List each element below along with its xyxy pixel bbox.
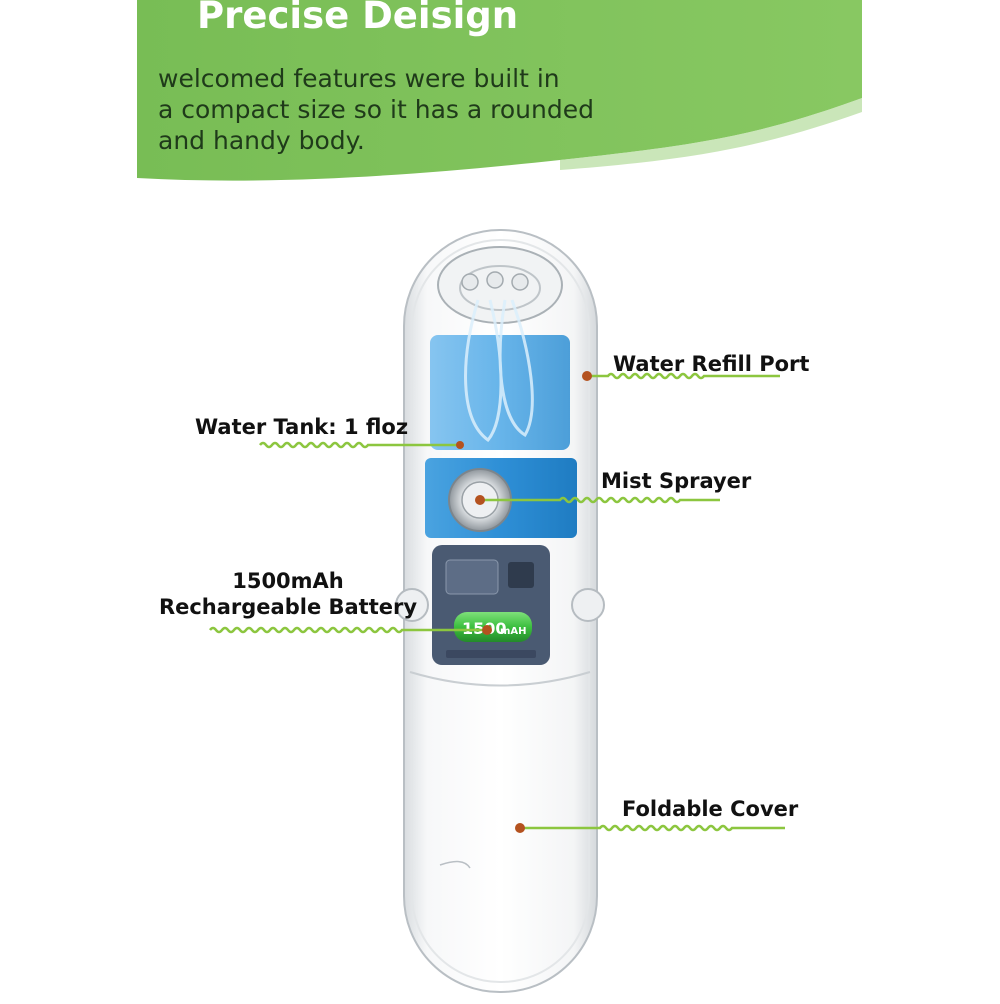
description-line: a compact size so it has a rounded — [158, 95, 594, 124]
label-battery-type: Rechargeable Battery — [158, 595, 418, 619]
marker-foldable-cover — [515, 823, 525, 833]
tank-wick — [464, 299, 534, 443]
left-hinge — [395, 588, 429, 622]
leader-lines — [209, 372, 785, 832]
description-line: welcomed features were built in — [158, 64, 560, 93]
marker-water-tank — [456, 441, 464, 449]
leader-foldable-cover — [520, 824, 785, 832]
leader-battery — [209, 626, 487, 634]
battery-unit-text: mAH — [500, 626, 527, 637]
cover-edge — [409, 671, 591, 687]
leader-mist-sprayer — [480, 496, 720, 504]
page-description: welcomed features were built in a compac… — [158, 63, 678, 156]
marker-mist-sprayer — [475, 495, 485, 505]
label-battery: 1500mAh Rechargeable Battery — [155, 568, 421, 620]
spray-cap-inner — [459, 265, 541, 311]
description-line: and handy body. — [158, 126, 365, 155]
leader-water-tank — [259, 441, 460, 449]
marker-water-refill-port — [582, 371, 592, 381]
marker-battery — [482, 625, 492, 635]
header-banner — [137, 0, 862, 181]
label-water-tank: Water Tank: 1 floz — [195, 415, 409, 439]
leader-water-refill-port — [587, 372, 780, 380]
cover-highlight — [439, 860, 471, 869]
label-foldable-cover: Foldable Cover — [622, 797, 799, 821]
callout-markers — [456, 371, 592, 833]
page-title: Precise Deisign — [197, 0, 519, 37]
label-mist-sprayer: Mist Sprayer — [601, 469, 752, 493]
header-banner-highlight — [560, 98, 862, 170]
right-hinge — [571, 588, 605, 622]
battery — [454, 612, 532, 642]
label-water-refill-port: Water Refill Port — [613, 352, 810, 376]
label-battery-capacity: 1500mAh — [232, 569, 344, 593]
